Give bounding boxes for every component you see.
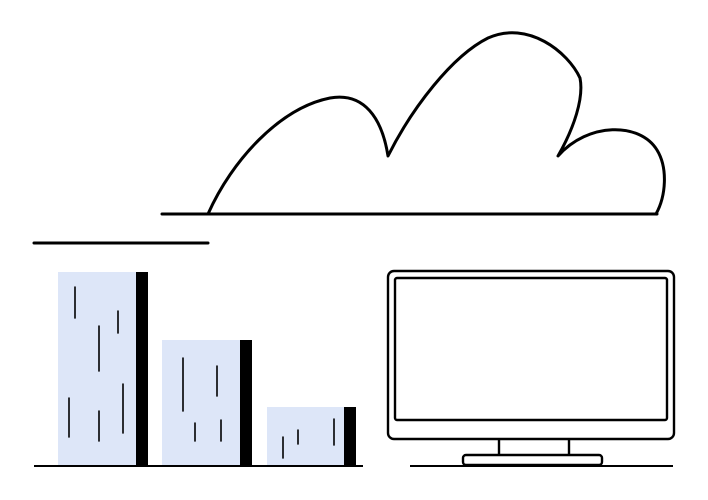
monitor-icon: [386, 269, 676, 467]
bar-shadow: [344, 407, 356, 466]
bar-fill: [267, 407, 344, 466]
monitor-screen: [393, 276, 669, 422]
bar-texture: [282, 418, 335, 459]
bar-texture: [68, 286, 124, 442]
monitor-stand: [461, 453, 604, 467]
bar-tall: [58, 272, 148, 466]
bar-chart-icon: [34, 272, 363, 467]
monitor-frame: [386, 269, 676, 441]
bar-fill: [162, 340, 240, 466]
cloud-outline: [206, 31, 666, 216]
bar-shadow: [240, 340, 252, 466]
bar-shadow: [136, 272, 148, 466]
cloud-icon: [32, 31, 666, 245]
bar-medium: [162, 340, 252, 466]
bar-texture: [182, 357, 222, 442]
bar-short: [267, 407, 356, 466]
